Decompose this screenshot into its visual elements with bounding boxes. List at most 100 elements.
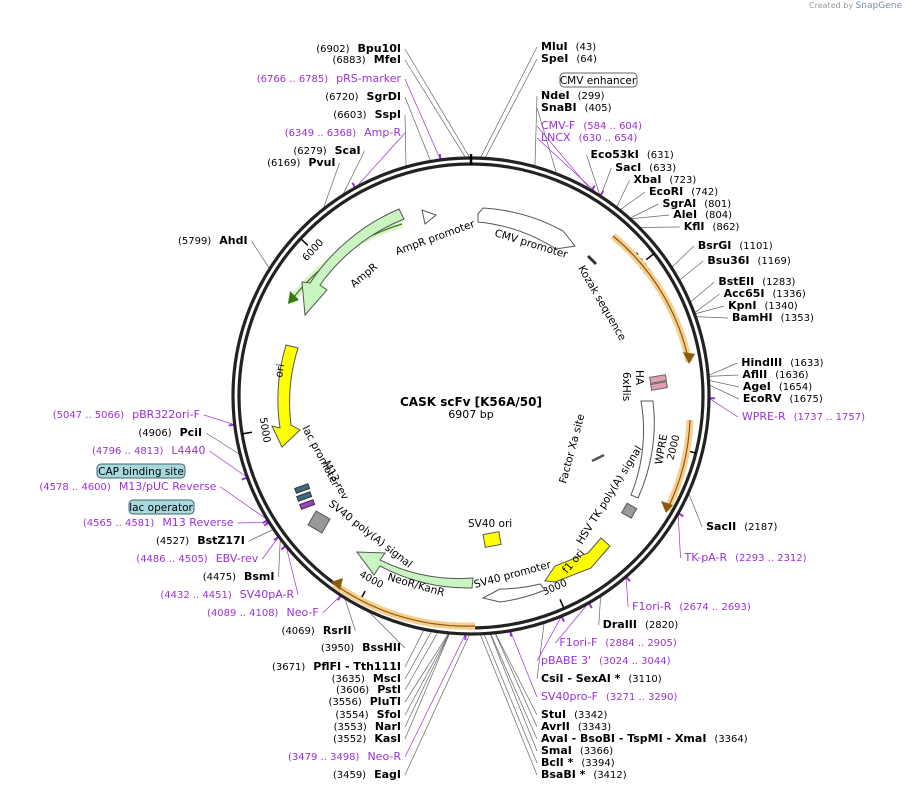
feature-lac-promoter: lac promoter <box>299 424 341 490</box>
site-position: (3412) <box>593 770 626 781</box>
primer-label: (4089 .. 4108)Neo-F <box>207 606 319 619</box>
site-position: (1101) <box>739 241 772 252</box>
primer-leader <box>555 602 590 644</box>
site-leader <box>536 622 545 680</box>
site-label: (5799)AhdI <box>178 234 248 247</box>
f1-ori-arrow <box>544 537 611 583</box>
feature-ampr: AmpR <box>348 261 380 290</box>
primer-name: Amp-R <box>364 126 401 139</box>
primer-label: WPRE-R(1737 .. 1757) <box>742 410 865 423</box>
label-text: SgrAI(801) <box>662 197 731 210</box>
label-text: TK-pA-R(2293 .. 2312) <box>684 551 807 564</box>
label-text: XbaI(723) <box>634 173 697 186</box>
primer-label: (6766 .. 6785)pRS-marker <box>257 72 402 85</box>
enzyme-name: EcoRI <box>649 185 683 198</box>
orf-arc-3-line <box>333 583 476 627</box>
primer-leader <box>209 450 248 478</box>
label-text: KpnI(1340) <box>728 299 798 312</box>
site-position: (1636) <box>775 370 808 381</box>
primer-leader <box>677 513 681 559</box>
site-position: (3394) <box>581 758 614 769</box>
site-leader <box>489 633 538 752</box>
site-position: (3479 .. 3498) <box>288 752 360 763</box>
site-label: BstEII(1283) <box>718 275 795 288</box>
primer-name: CMV-F <box>541 119 575 132</box>
ha-tag-box <box>649 374 667 384</box>
site-position: (4069) <box>282 626 315 637</box>
site-leader <box>616 179 630 208</box>
enzyme-name: BstZ17I <box>197 534 245 547</box>
orf-arrow-4 <box>288 291 299 304</box>
label-text: AleI(804) <box>673 208 732 221</box>
primer-label: TK-pA-R(2293 .. 2312) <box>684 551 807 564</box>
site-leader <box>205 432 241 456</box>
enzyme-name: MscI <box>373 672 401 685</box>
enzyme-name: XbaI <box>634 173 662 186</box>
site-leader <box>404 629 425 668</box>
primer-leader <box>220 486 269 521</box>
site-position: (4432 .. 4451) <box>160 590 232 601</box>
sv40-polya-box <box>307 510 331 534</box>
site-position: (6349 .. 6368) <box>285 128 357 139</box>
label-text: (4578 .. 4600)M13/pUC Reverse <box>39 480 216 493</box>
site-leader <box>708 379 740 388</box>
label-text: (6169)PvuI <box>267 156 335 169</box>
primer-label: pBABE 3'(3024 .. 3044) <box>541 654 671 667</box>
label-text: (4565 .. 4581)M13 Reverse <box>83 516 234 529</box>
site-label: (3606)PstI <box>336 683 401 696</box>
primer-leader <box>536 137 601 197</box>
feature-ha: HA <box>633 370 645 386</box>
site-position: (631) <box>647 150 674 161</box>
label-text: CsiI - SexAI *(3110) <box>541 672 662 685</box>
site-position: (630 .. 654) <box>579 133 638 144</box>
enzyme-name: AleI <box>673 208 697 221</box>
site-label: SmaI(3366) <box>541 744 613 757</box>
site-leader <box>483 633 538 764</box>
label-text: BsaBI *(3412) <box>541 768 627 781</box>
enzyme-name: BsmI <box>244 570 275 583</box>
site-leader <box>404 632 450 703</box>
site-position: (742) <box>691 187 718 198</box>
primer-name: WPRE-R <box>742 410 786 423</box>
label-text: HindIII(1633) <box>741 356 823 369</box>
feature-ori: ori <box>273 363 287 379</box>
site-position: (3364) <box>714 734 747 745</box>
site-position: (64) <box>576 54 597 65</box>
site-position: (2820) <box>645 620 678 631</box>
primer-label: (5047 .. 5066)pBR322ori-F <box>53 408 200 421</box>
enzyme-name: MluI <box>541 40 568 53</box>
site-label: (6169)PvuI <box>267 156 335 169</box>
his-tag-box <box>650 381 668 391</box>
label-text: (3553) NarI <box>334 720 401 733</box>
label-text: (3459)EagI <box>333 768 401 781</box>
label-text: AgeI(1654) <box>743 380 812 393</box>
primer-label: SV40pro-F(3271 .. 3290) <box>541 690 678 703</box>
label-text: SpeI(64) <box>541 52 597 65</box>
site-position: (1336) <box>773 289 806 300</box>
site-position: (3459) <box>333 770 366 781</box>
site-position: (4906) <box>138 428 171 439</box>
primer-name: EBV-rev <box>216 552 259 565</box>
site-leader <box>534 95 538 167</box>
site-position: (2674 .. 2693) <box>679 602 751 613</box>
site-labels: MluI(43)SpeI(64)NdeI(299)SnaBI(405)Eco53… <box>39 40 865 781</box>
label-text: AvaI - BsoBI - TspMI - XmaI(3364) <box>541 732 748 745</box>
enzyme-name: SfoI <box>377 708 401 721</box>
primer-leader <box>708 397 739 418</box>
enzyme-name: KasI <box>374 732 401 745</box>
site-leader <box>629 214 670 220</box>
orf-arc-2-line <box>666 419 691 511</box>
label-text: KflI(862) <box>684 220 740 233</box>
site-position: (1353) <box>781 313 814 324</box>
site-label: KflI(862) <box>684 220 740 233</box>
leader-lines <box>203 46 740 776</box>
primer-leader <box>536 615 562 662</box>
enzyme-name: PflFI - Tth111I <box>313 660 401 673</box>
enzyme-name: NarI <box>375 720 401 733</box>
site-position: (3553) <box>334 722 367 733</box>
enzyme-name: SgrAI <box>662 197 696 210</box>
orf-arrow-1 <box>683 352 695 364</box>
site-position: (43) <box>576 42 597 53</box>
enzyme-name: HindIII <box>741 356 782 369</box>
